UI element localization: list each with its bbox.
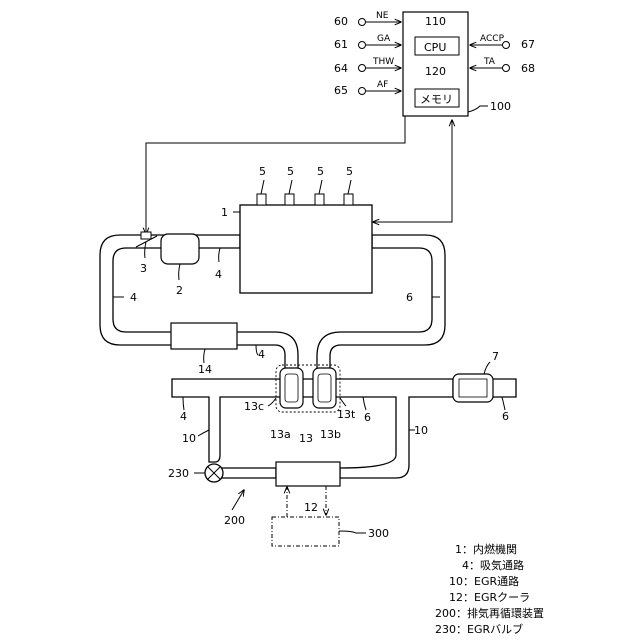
- intake-box-label: 2: [176, 284, 183, 297]
- exhaust-label-b: 6: [364, 411, 371, 424]
- injector-2: 5: [285, 165, 294, 205]
- svg-text:TA: TA: [483, 57, 496, 67]
- svg-text:THW: THW: [372, 57, 394, 67]
- intake-label-d: 4: [180, 410, 187, 423]
- system-label: 200: [224, 514, 245, 527]
- legend-item: 200：排気再循環装置: [435, 606, 544, 620]
- cooler-label: 12: [304, 501, 318, 514]
- svg-text:5: 5: [259, 165, 266, 178]
- ecu-engine-line: [373, 120, 452, 222]
- legend-item: 1：内燃機関: [455, 542, 517, 556]
- sensor-accp: ACCP 67: [470, 34, 535, 51]
- sensor-ga: 61 GA: [334, 34, 401, 51]
- svg-text:AF: AF: [377, 80, 388, 90]
- legend-item: 4：吸気通路: [462, 558, 524, 572]
- svg-text:5: 5: [346, 165, 353, 178]
- svg-text:5: 5: [317, 165, 324, 178]
- legend-item: 12：EGRクーラ: [449, 591, 530, 604]
- injector-1: 5: [257, 165, 266, 205]
- engine-block: [240, 205, 372, 293]
- sensor-thw: 64 THW: [334, 57, 401, 75]
- svg-text:5: 5: [287, 165, 294, 178]
- unit-label: 300: [368, 527, 389, 540]
- memory-label: メモリ: [420, 93, 453, 106]
- egr-cooler: [276, 462, 340, 486]
- sensor-ne: 60 NE: [334, 11, 401, 28]
- turbo-label-13a: 13a: [270, 428, 291, 441]
- memory-number: 120: [425, 65, 446, 78]
- legend-item: 10：EGR通路: [449, 575, 519, 588]
- injector-4: 5: [344, 165, 353, 205]
- turbo-label-13b: 13b: [320, 428, 341, 441]
- cpu-label: CPU: [424, 41, 446, 54]
- turbo-label-13: 13: [299, 432, 313, 445]
- intercooler-label: 14: [198, 363, 212, 376]
- throttle-actuator: [141, 232, 151, 239]
- catalyst-label: 7: [492, 350, 499, 363]
- intercooler: [171, 323, 237, 349]
- legend-item: 230：EGRバルブ: [435, 622, 523, 636]
- engine-label: 1: [221, 206, 228, 219]
- intake-label-b: 4: [130, 291, 137, 304]
- injector-3: 5: [315, 165, 324, 205]
- valve-label: 230: [168, 467, 189, 480]
- intake-label-a: 4: [215, 268, 222, 281]
- svg-text:64: 64: [334, 62, 348, 75]
- turbo-label-13c: 13c: [244, 400, 264, 413]
- intake-box: [161, 234, 199, 264]
- svg-text:61: 61: [334, 38, 348, 51]
- cooling-unit: [272, 517, 339, 546]
- sensor-ta: TA 68: [470, 57, 535, 75]
- throttle-label: 3: [140, 262, 147, 275]
- exhaust-label-c: 6: [502, 410, 509, 423]
- svg-text:60: 60: [334, 15, 348, 28]
- intake-label-c: 4: [258, 348, 265, 361]
- egr-label-a: 10: [182, 432, 196, 445]
- svg-text:ACCP: ACCP: [480, 34, 505, 44]
- egr-valve: [205, 464, 276, 482]
- svg-text:65: 65: [334, 84, 348, 97]
- egr-label-b: 10: [414, 424, 428, 437]
- svg-text:67: 67: [521, 38, 535, 51]
- sensor-af: 65 AF: [334, 80, 401, 97]
- svg-text:NE: NE: [376, 11, 389, 21]
- legend: 1：内燃機関 4：吸気通路 10：EGR通路 12：EGRクーラ 200：排気再…: [435, 542, 544, 636]
- exhaust-label-a: 6: [406, 291, 413, 304]
- turbo-label-13t: 13t: [337, 408, 356, 421]
- ecu-number: 100: [490, 100, 511, 113]
- svg-text:GA: GA: [377, 34, 391, 44]
- svg-text:68: 68: [521, 62, 535, 75]
- cpu-number: 110: [425, 15, 446, 28]
